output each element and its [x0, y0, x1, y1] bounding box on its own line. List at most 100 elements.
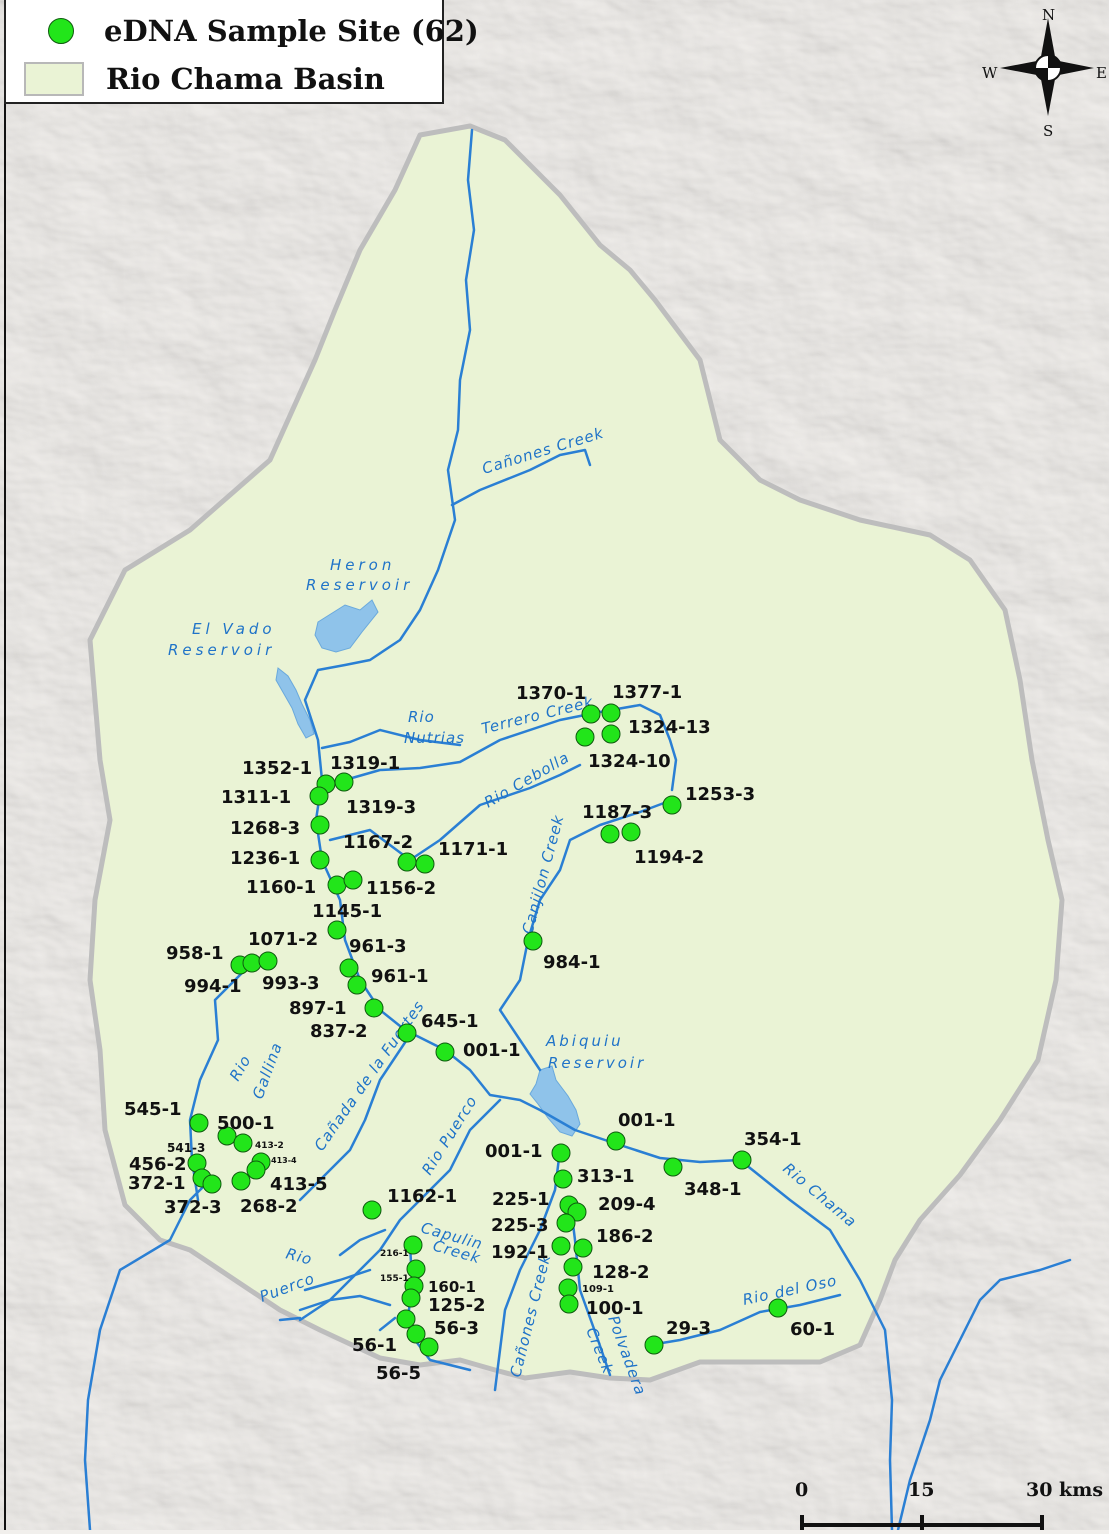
site-label: 500-1: [217, 1113, 275, 1134]
site-marker[interactable]: [189, 1113, 209, 1133]
site-marker[interactable]: [334, 772, 354, 792]
site-marker[interactable]: [406, 1324, 426, 1344]
site-marker[interactable]: [406, 1259, 426, 1279]
site-marker[interactable]: [217, 1126, 237, 1146]
site-label: 413-4: [271, 1156, 297, 1165]
legend-site-symbol: [48, 18, 74, 44]
site-marker[interactable]: [362, 1200, 382, 1220]
site-marker[interactable]: [559, 1294, 579, 1314]
site-label: 1160-1: [246, 877, 316, 898]
site-marker[interactable]: [310, 850, 330, 870]
site-marker[interactable]: [403, 1235, 423, 1255]
site-marker[interactable]: [573, 1238, 593, 1258]
site-marker[interactable]: [339, 958, 359, 978]
site-marker[interactable]: [246, 1160, 266, 1180]
puerco-tributaries: [278, 1228, 397, 1332]
site-marker[interactable]: [558, 1278, 578, 1298]
site-label: 1352-1: [242, 758, 312, 779]
site-label: 192-1: [491, 1242, 549, 1263]
site-marker[interactable]: [563, 1257, 583, 1277]
site-marker[interactable]: [343, 870, 363, 890]
site-label: 209-4: [598, 1194, 656, 1215]
west-river: [83, 1178, 212, 1532]
site-marker[interactable]: [435, 1042, 455, 1062]
scale-bar: 0 15 30 kms: [795, 1479, 1103, 1530]
site-marker[interactable]: [601, 703, 621, 723]
site-marker[interactable]: [397, 1023, 417, 1043]
compass-n-label: N: [1042, 6, 1055, 24]
water-label: Abiquiu: [545, 1032, 624, 1050]
site-marker[interactable]: [663, 1157, 683, 1177]
rio-puerco-river: [298, 1098, 502, 1322]
site-marker[interactable]: [621, 822, 641, 842]
legend-basin-swatch: [24, 62, 84, 96]
site-label: 961-3: [349, 936, 407, 957]
site-label: 29-3: [666, 1318, 711, 1339]
site-label: 160-1: [428, 1278, 476, 1296]
site-label: 354-1: [744, 1129, 802, 1150]
site-label: 313-1: [577, 1166, 635, 1187]
site-label: 225-3: [491, 1215, 549, 1236]
site-marker[interactable]: [397, 852, 417, 872]
site-marker[interactable]: [768, 1298, 788, 1318]
site-marker[interactable]: [575, 727, 595, 747]
site-marker[interactable]: [401, 1288, 421, 1308]
site-marker[interactable]: [419, 1337, 439, 1357]
water-label: Reservoir: [168, 641, 275, 659]
site-label: 1253-3: [685, 784, 755, 805]
site-marker[interactable]: [327, 920, 347, 940]
site-marker[interactable]: [242, 953, 262, 973]
site-label: 897-1: [289, 998, 347, 1019]
site-label: 372-3: [164, 1197, 222, 1218]
site-marker[interactable]: [231, 1171, 251, 1191]
site-label: 372-1: [128, 1173, 186, 1194]
scale-label-0: 0: [795, 1479, 808, 1501]
site-marker[interactable]: [202, 1174, 222, 1194]
site-label: 1156-2: [366, 878, 436, 899]
site-marker[interactable]: [551, 1236, 571, 1256]
site-marker[interactable]: [233, 1133, 253, 1153]
site-marker[interactable]: [606, 1131, 626, 1151]
site-marker[interactable]: [258, 951, 278, 971]
site-marker[interactable]: [415, 854, 435, 874]
east-river: [896, 1258, 1072, 1532]
site-marker[interactable]: [310, 815, 330, 835]
canones-creek-north-river: [450, 448, 592, 507]
site-label: 1377-1: [612, 682, 682, 703]
site-label: 1071-2: [248, 929, 318, 950]
site-label: 961-1: [371, 966, 429, 987]
legend: eDNA Sample Site (62) Rio Chama Basin: [4, 0, 479, 104]
legend-row-basin: Rio Chama Basin: [6, 54, 385, 104]
site-marker[interactable]: [581, 704, 601, 724]
site-label: 1171-1: [438, 839, 508, 860]
compass-arrow-w: [1000, 60, 1042, 76]
site-marker[interactable]: [396, 1309, 416, 1329]
compass-arrow-s: [1040, 74, 1056, 116]
site-label: 1167-2: [343, 832, 413, 853]
site-marker[interactable]: [523, 931, 543, 951]
site-marker[interactable]: [601, 724, 621, 744]
site-label: 984-1: [543, 952, 601, 973]
legend-basin-label: Rio Chama Basin: [106, 62, 385, 96]
compass-rose: N S W E: [982, 6, 1107, 140]
site-marker[interactable]: [327, 875, 347, 895]
compass-w-label: W: [982, 64, 998, 82]
site-marker[interactable]: [553, 1169, 573, 1189]
site-marker[interactable]: [556, 1213, 576, 1233]
site-marker[interactable]: [309, 786, 329, 806]
site-marker[interactable]: [364, 998, 384, 1018]
site-marker[interactable]: [644, 1335, 664, 1355]
sample-site-labels: 1370-1 1377-1 1324-13 1324-10 1352-1 131…: [124, 682, 835, 1384]
sample-site-markers: [187, 703, 788, 1357]
abiquiu-reservoir: [529, 1065, 581, 1137]
site-marker[interactable]: [600, 824, 620, 844]
site-marker[interactable]: [551, 1143, 571, 1163]
site-label: 413-2: [255, 1141, 284, 1151]
site-marker[interactable]: [662, 795, 682, 815]
el-vado-reservoir: [275, 667, 315, 739]
site-marker[interactable]: [732, 1150, 752, 1170]
site-label: 456-2: [129, 1154, 187, 1175]
site-marker[interactable]: [347, 975, 367, 995]
